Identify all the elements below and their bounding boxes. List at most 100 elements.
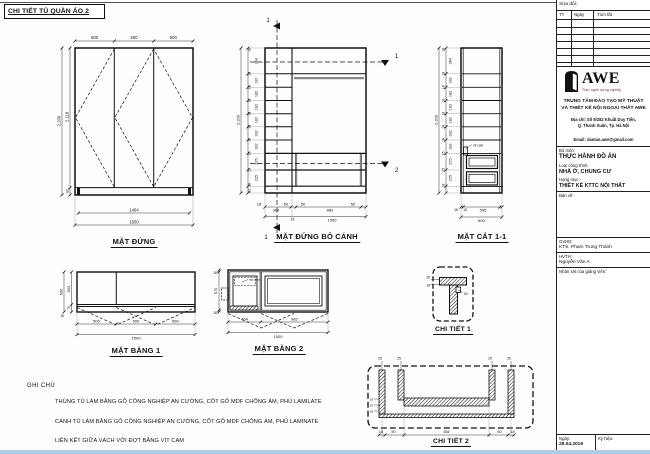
section-arrow-icon [273, 22, 280, 30]
note-line: CÁNH TỦ LÀM BẰNG GỖ CÔNG NGHIỆP AN CƯỜNG… [55, 419, 319, 425]
dim-label: 18 [248, 48, 252, 52]
side-panel-section [378, 369, 386, 415]
revision-col-tomtat: Tóm tắt [597, 12, 612, 17]
revision-col-ngay: Ngày [574, 12, 585, 17]
plan-2-view: ray trượt 18 575 18 464 982 1500 [213, 268, 330, 339]
field-label-hangmuc: Hạng mục: [559, 177, 580, 182]
dim-label: 18 [510, 430, 514, 434]
door-swing-dashed [116, 307, 196, 326]
gvhd-label: GVHD: [559, 239, 573, 244]
dim-label: 225 [255, 175, 259, 181]
dim-ticks [73, 39, 195, 43]
dim-label: 50 [301, 201, 306, 206]
dim-label: 18 [442, 72, 446, 76]
symbol-label: Ký hiệu: [598, 436, 614, 441]
dim-label: 182 [255, 143, 259, 149]
dim-label: 50 [284, 201, 289, 206]
dim-label: 182 [255, 130, 259, 136]
plan-outline [227, 269, 329, 313]
note-line: LIÊN KẾT GIỮA VÁCH VỚI ĐỢT BẰNG VÍT CAM [55, 438, 185, 444]
drawer-bottom-section [403, 397, 490, 407]
notes-heading: GHI CHÚ [27, 383, 56, 389]
detail-bubble [367, 365, 534, 429]
cabinet-bottom-section [378, 413, 515, 418]
dim-label: 25 [248, 151, 252, 155]
dim-label: 182 [255, 91, 259, 97]
org-name-line2: VÀ THIẾT KẾ NỘI NGOẠI THẤT AWE [561, 106, 646, 111]
dim-label: 25 [397, 357, 401, 361]
dim-label: 50 [351, 201, 356, 206]
dim-label: 225 [449, 158, 453, 164]
door-swing-dashed [75, 48, 115, 187]
dim-label: 25 [488, 357, 492, 361]
view-label-open: MẶT ĐỨNG BỎ CÁNH [274, 232, 360, 243]
dim-label: 182 [449, 117, 453, 123]
dim-label: 18 [257, 201, 262, 206]
view-label-section: MẶT CẮT 1-1 [455, 232, 509, 243]
callout-label: ray trượt [249, 278, 261, 282]
detail-1-view: 25 18 30 [426, 266, 474, 322]
dim-label: 18 [213, 311, 217, 315]
dim-label: 500 [91, 35, 99, 40]
plan-1-view: 600 503 70 18 500 500 500 1500 [59, 270, 197, 341]
dim-label: 18 [213, 271, 217, 275]
dim-label: 575 [214, 288, 218, 294]
dim-label: 1464 [129, 208, 139, 213]
cabinet-outline [460, 47, 503, 194]
dim-label: 600 [59, 288, 64, 295]
dim-label: 18 [248, 112, 252, 116]
dim-label: 464 [241, 316, 248, 321]
view-label-plan2: MẶT BẰNG 2 [252, 344, 306, 355]
dim-label: 25 [378, 357, 382, 361]
plan-arrow-icon [381, 161, 389, 168]
front-elevation-view: 500 500 500 2.200 2.118 82 1464 1500 [57, 35, 195, 227]
drawing-canvas: 500 500 500 2.200 2.118 82 1464 1500 [57, 18, 534, 437]
leg-right [188, 187, 191, 195]
side-panel-section [507, 369, 515, 415]
dim-label: 500 [170, 35, 178, 40]
extension-lines [445, 47, 461, 194]
door-swing-dashed [260, 313, 329, 329]
view-label-detail2: CHI TIẾT 2 [431, 438, 471, 447]
dim-label: 82 [66, 189, 70, 193]
dim-label: 364 [443, 430, 449, 434]
door-swing-dashed [114, 48, 193, 188]
page-title: CHI TIẾT TỦ QUẦN ÁO 2 [8, 8, 90, 15]
dim-label: 70 [67, 306, 71, 310]
dim-label: 18 [454, 208, 458, 212]
field-label-loaicongtrinh: Loại công trình: [559, 163, 589, 168]
shelf-section [439, 277, 467, 286]
dim-label: 18 [442, 85, 446, 89]
plan-arrow-icon [381, 60, 389, 66]
dim-label: 25 [426, 276, 430, 280]
dim-label: 182 [449, 104, 453, 110]
open-elevation-view: 1 1 1 2 2.200 18 364 18 187 18 182 18 18… [236, 18, 400, 241]
dim-label: 18 [248, 72, 252, 76]
plan-outline [76, 271, 196, 313]
drawer-zone [265, 152, 366, 187]
dim-label: 18 [248, 183, 252, 187]
dim-label: 500 [93, 318, 100, 323]
cut-number: 1 [266, 18, 270, 24]
dim-label: 18 [248, 125, 252, 129]
divider-section [449, 284, 458, 315]
detail-bubble [432, 266, 474, 322]
view-label-detail1: CHI TIẾT 1 [433, 326, 473, 335]
dim-label: 18 [426, 283, 430, 287]
dim-label: 500 [133, 318, 140, 323]
dim-label: 364 [273, 207, 280, 212]
section-1-1-view: vít cam 2.200 18 364 18 182 18 182 18 18… [434, 46, 504, 223]
revision-table-divider [593, 10, 594, 66]
dim-label: 364 [255, 58, 259, 64]
dim-ticks [217, 268, 221, 314]
dim-label: 25 [370, 404, 374, 408]
dim-label: 882 [327, 207, 334, 212]
dim-label: 18 [248, 85, 252, 89]
org-email: Email: daotao.awe@gmail.com [573, 137, 634, 142]
org-address-line2: Q. Thanh Xuân, Tp. Hà Nội [577, 123, 630, 128]
field-value-loaicongtrinh: NHÀ Ở, CHUNG CƯ [559, 169, 612, 175]
drawer-box [465, 171, 499, 186]
dim-label: 1500 [132, 336, 142, 341]
dim-label: 18 [442, 99, 446, 103]
dim-label: 600 [478, 218, 485, 223]
